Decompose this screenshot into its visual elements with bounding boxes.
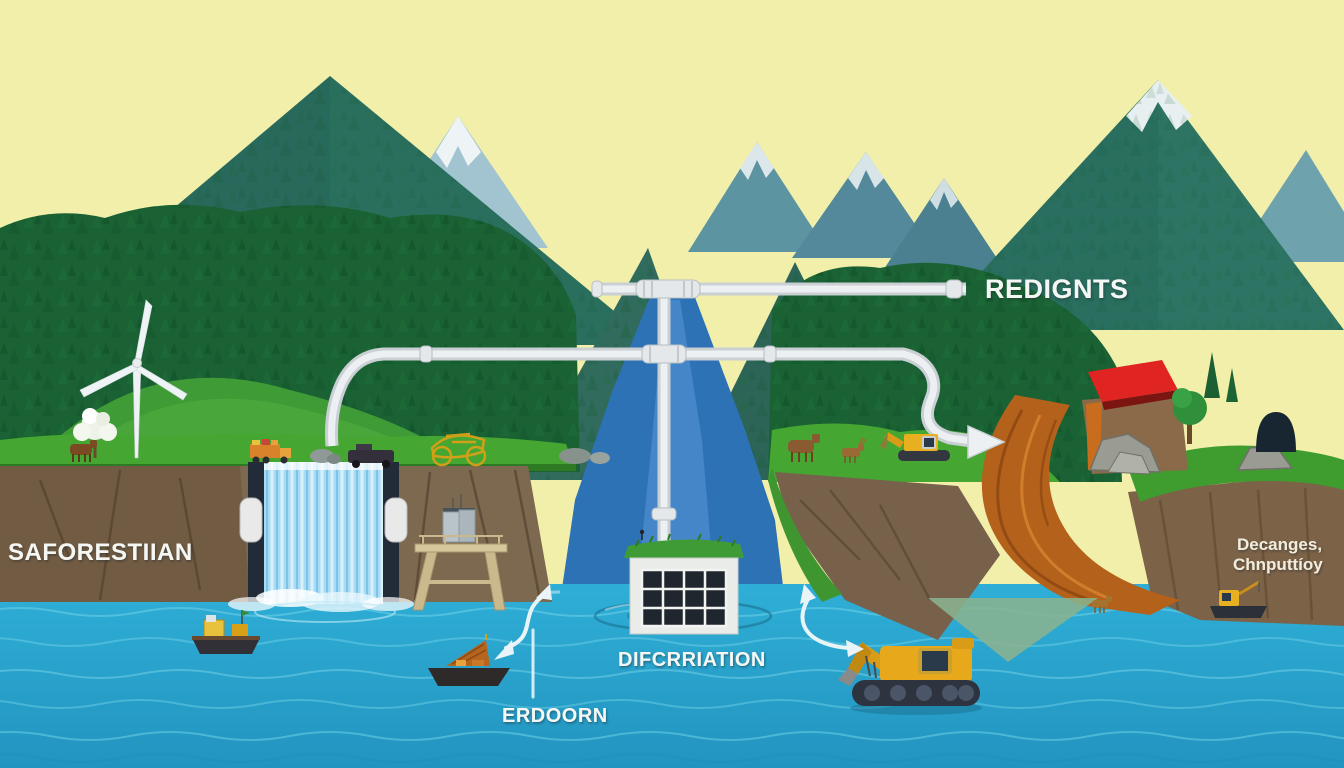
waterfall-dam [228, 462, 414, 623]
animals [70, 434, 1112, 613]
arrow-excavator-curve [800, 594, 852, 650]
solar-platform [593, 529, 773, 635]
annotation-labels: REDIGNTS SAFORESTIIAN Decanges, Chnputtí… [8, 274, 1323, 727]
rock-cluster-mid [559, 448, 610, 464]
arrowhead-down-left [494, 640, 514, 660]
dredger-boat [1210, 580, 1267, 618]
water-surface [0, 581, 1344, 768]
right-mountain [928, 80, 1344, 330]
bird-icon [639, 529, 645, 540]
supply-truck [250, 439, 291, 464]
rock-cluster-left [310, 449, 341, 464]
grass-excavator [880, 432, 950, 461]
pipe-network [325, 279, 1006, 560]
monitoring-table [412, 494, 508, 611]
sail-boat [428, 634, 510, 686]
underwater-excavator [838, 638, 982, 715]
mudslide [928, 395, 1180, 662]
label-decanges-line1: Decanges, [1237, 535, 1322, 554]
boulders [1088, 433, 1294, 475]
label-difcrriation: DIFCRRIATION [618, 649, 766, 671]
pipe-flow-arrowhead [967, 424, 1006, 460]
tractor [348, 444, 394, 468]
sediment-plume [928, 598, 1098, 662]
arrowhead-up [536, 584, 552, 600]
arrow-boat-curve [504, 592, 548, 650]
flow-arrows [494, 584, 864, 699]
far-right-cliffs [1082, 352, 1344, 626]
arrowhead-right [846, 640, 864, 657]
work-boat [192, 610, 260, 654]
label-redignts: REDIGNTS [985, 274, 1129, 304]
label-saforestiian: SAFORESTIIAN [8, 539, 193, 566]
blossom-tree [73, 408, 117, 458]
label-erdoorn: ERDOORN [502, 705, 608, 727]
right-trees [1172, 352, 1238, 444]
waterfall-foam [228, 589, 414, 623]
cave-entrance [1256, 412, 1296, 452]
wind-turbine [79, 299, 188, 459]
cow-right-shore [1092, 596, 1112, 613]
arrowhead-up-left [800, 584, 816, 604]
label-decanges-line2: Chnputtíoy [1233, 555, 1323, 574]
gold-wagon [430, 432, 487, 467]
